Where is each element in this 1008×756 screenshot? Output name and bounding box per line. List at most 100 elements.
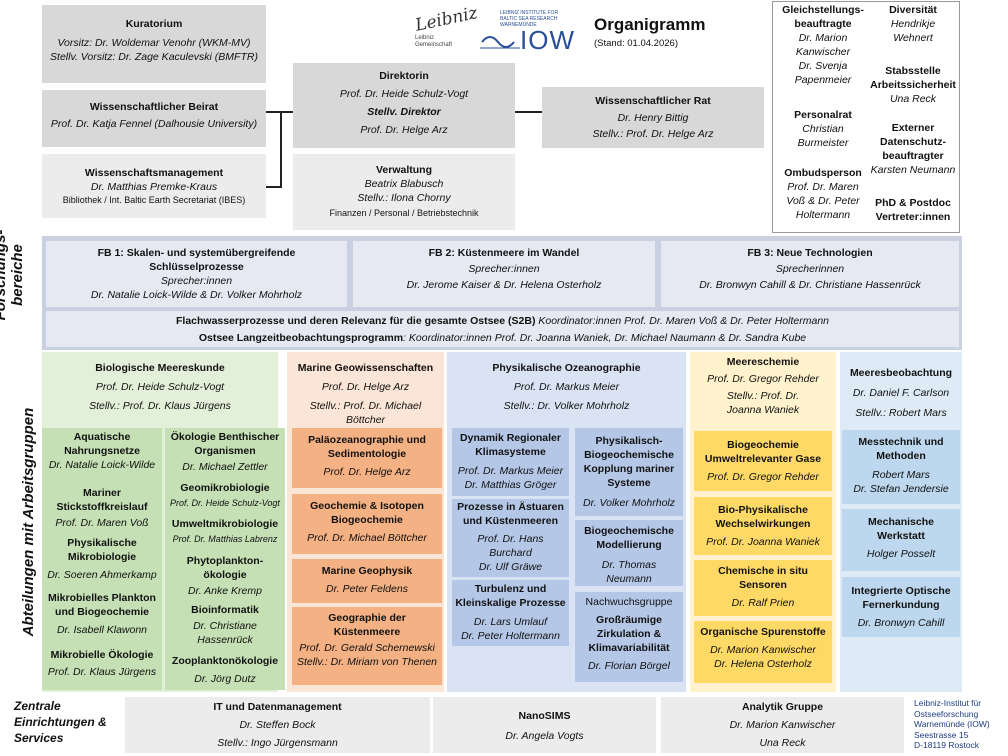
kuratorium-vice: Stellv. Vorsitz: Dr. Zage Kaculevski (BM… [50,51,258,63]
beirat-chair: Prof. Dr. Katja Fennel (Dalhousie Univer… [50,118,258,130]
analytik-box: Analytik Gruppe Dr. Marion Kanwischer Un… [661,697,904,753]
group-box: Chemische in situ Sensoren Dr. Ralf Prie… [694,560,832,616]
management-desc: Bibliothek / Int. Baltic Earth Secretari… [62,195,246,205]
rat-title: Wissenschaftlicher Rat [595,95,711,107]
address-line: Warnemünde (IOW) [914,719,990,729]
geo-title: Marine Geowissenschaften [297,362,434,374]
group-title: Geographie der Küstenmeere [328,612,406,638]
fb3-box: FB 3: Neue Technologien Sprecherinnen Dr… [661,241,959,307]
nanosims-title: NanoSIMS [518,710,571,722]
fb3-title: FB 3: Neue Technologien [747,247,873,259]
address-line: Leibniz-Institut für [914,698,982,708]
group-box: Mechanische Werkstatt Holger Posselt [842,509,960,571]
group-lead: Prof. Dr. Heide Schulz-Vogt [170,498,280,508]
group-title: Messtechnik und Methoden [858,436,944,462]
analytik-member: Una Reck [759,737,806,749]
cross-programs-box: Flachwasserprozesse und deren Relevanz f… [46,311,959,347]
fb3-role: Sprecherinnen [775,263,845,275]
connector-line [515,111,542,113]
group-lead: Prof. Dr. Maren Voß [55,517,149,529]
group-box: Geomikrobiologie Prof. Dr. Heide Schulz-… [165,480,285,510]
group-title: Aquatische Nahrungsnetze [64,431,140,457]
verwaltung-head: Beatrix Blabusch [364,178,444,190]
obs-head-name: Dr. Daniel F. Carlson [852,387,950,399]
group-title: Mikrobielle Ökologie [50,649,154,661]
datenschutz-name: Karsten Neumann [870,164,956,176]
phd-box: PhD & Postdoc Vertreter:innen [867,196,959,224]
fb2-role: Sprecher:innen [468,263,540,275]
group-lead: Dr. Jörg Dutz [194,673,256,685]
phys-vice-name: Stellv.: Dr. Volker Mohrholz [503,400,630,412]
group-box: Mikrobielles Plankton und Biogeochemie D… [42,590,162,638]
group-title: Geomikrobiologie [180,482,270,494]
iow-logo: LEIBNIZ INSTITUTE FOR BALTIC SEA RESEARC… [480,10,576,56]
group-box: Physikalische Mikrobiologie Dr. Soeren A… [42,535,162,583]
group-box: Integrierte Optische Fernerkundung Dr. B… [842,577,960,637]
group-title: Prozesse in Ästuaren und Küstenmeeren [457,501,564,527]
group-box: Umweltmikrobiologie Prof. Dr. Matthias L… [165,516,285,546]
bio-right-col [165,428,285,690]
forschung-label: Forschungs-bereiche [0,229,26,321]
group-lead: Prof. Dr. Hans Burchard [477,533,544,559]
group-lead: Dr. Thomas Neumann [601,559,657,585]
abteilungen-label: Abteilungen mit Arbeitsgruppen [20,407,37,637]
fb2-names: Dr. Jerome Kaiser & Dr. Helena Osterholz [406,279,602,291]
group-title: Mariner Stickstoffkreislauf [56,487,148,513]
olz-coord: : Koordinator:innen Prof. Dr. Joanna Wan… [403,332,807,344]
direktorin-box: Direktorin Prof. Dr. Heide Schulz-Vogt S… [293,63,515,148]
gleichstellung-box: Gleichstellungs-beauftragte Dr. Marion K… [775,3,871,87]
group-title: Dynamik Regionaler Klimasysteme [460,432,561,458]
fb3-names: Dr. Bronwyn Cahill & Dr. Christiane Hass… [699,279,921,291]
stabsstelle-title: Stabsstelle Arbeitssicherheit [870,65,956,91]
beirat-title: Wissenschaftlicher Beirat [89,101,219,113]
group-lead: Dr. Christiane Hassenrück [193,620,257,646]
fb1-box: FB 1: Skalen- und systemübergreifende Sc… [46,241,347,307]
group-box: Mariner Stickstoffkreislauf Prof. Dr. Ma… [42,485,162,531]
group-box: Paläozeanographie und Sedimentologie Pro… [292,428,442,488]
geo-vice-name: Stellv.: Prof. Dr. Michael Böttcher [309,400,422,426]
gleichstellung-name: Kanwischer [795,46,851,58]
group-title: Mechanische Werkstatt [868,516,934,542]
iow-small1: LEIBNIZ INSTITUTE FOR [500,10,559,16]
group-box: Biogeochemie Umweltrelevanter Gase Prof.… [694,431,832,491]
group-lead: Dr. Ulf Gräwe [478,561,543,573]
personalrat-name: Christian [802,123,844,135]
group-title: Ökologie Benthischer Organismen [170,431,280,457]
stabsstelle-box: Stabsstelle Arbeitssicherheit Una Reck [867,64,959,106]
s2b-line: Flachwasserprozesse und deren Relevanz f… [49,314,956,328]
connector-line [280,111,282,187]
kuratorium-box: Kuratorium Vorsitz: Dr. Woldemar Venohr … [42,5,266,83]
verwaltung-title: Verwaltung [375,164,432,176]
ombudsperson-name: Voß & Dr. Peter [786,195,860,207]
group-lead: Dr. Soeren Ahmerkamp [47,569,157,581]
stabsstelle-name: Una Reck [889,93,937,105]
iow-small2: BALTIC SEA RESEARCH [500,16,558,22]
group-box: Organische Spurenstoffe Dr. Marion Kanwi… [694,621,832,683]
direktorin-title: Direktorin [379,70,429,82]
rat-chair: Dr. Henry Bittig [617,112,689,124]
chem-title: Meereschemie [726,356,800,368]
group-lead: Prof. Dr. Gregor Rehder [707,471,819,483]
institute-address: Leibniz-Institut für Ostseeforschung War… [914,698,1006,751]
group-vice: Stellv.: Dr. Miriam von Thenen [296,656,438,668]
fb1-names: Dr. Natalie Loick-Wilde & Dr. Volker Moh… [90,289,303,301]
group-lead: Dr. Stefan Jendersie [853,483,949,495]
datenschutz-box: Externer Datenschutz-beauftragter Karste… [864,121,962,177]
group-lead: Dr. Bronwyn Cahill [857,617,945,629]
bio-head-name: Prof. Dr. Heide Schulz-Vogt [95,381,225,393]
group-lead: Dr. Anke Kremp [188,585,262,597]
direktorin-name: Prof. Dr. Heide Schulz-Vogt [339,88,469,100]
group-lead: Dr. Lars Umlauf [473,616,548,628]
group-box: Prozesse in Ästuaren und Küstenmeeren Pr… [452,499,569,577]
olz-line: Ostsee Langzeitbeobachtungsprogramm: Koo… [49,331,956,345]
iow-small3: WARNEMÜNDE [500,22,537,28]
verwaltung-vice: Stellv.: Ilona Chorny [357,192,451,204]
group-title: Biogeochemie Umweltrelevanter Gase [704,439,822,465]
group-title: Zooplanktonökologie [171,655,279,667]
page-title: Organigramm [594,15,706,34]
ombudsperson-name: Holtermann [795,209,851,221]
side-panel [772,1,960,233]
group-lead: Prof. Dr. Klaus Jürgens [47,666,157,678]
group-lead: Prof. Dr. Helge Arz [323,466,411,478]
phys-head-name: Prof. Dr. Markus Meier [513,381,620,393]
